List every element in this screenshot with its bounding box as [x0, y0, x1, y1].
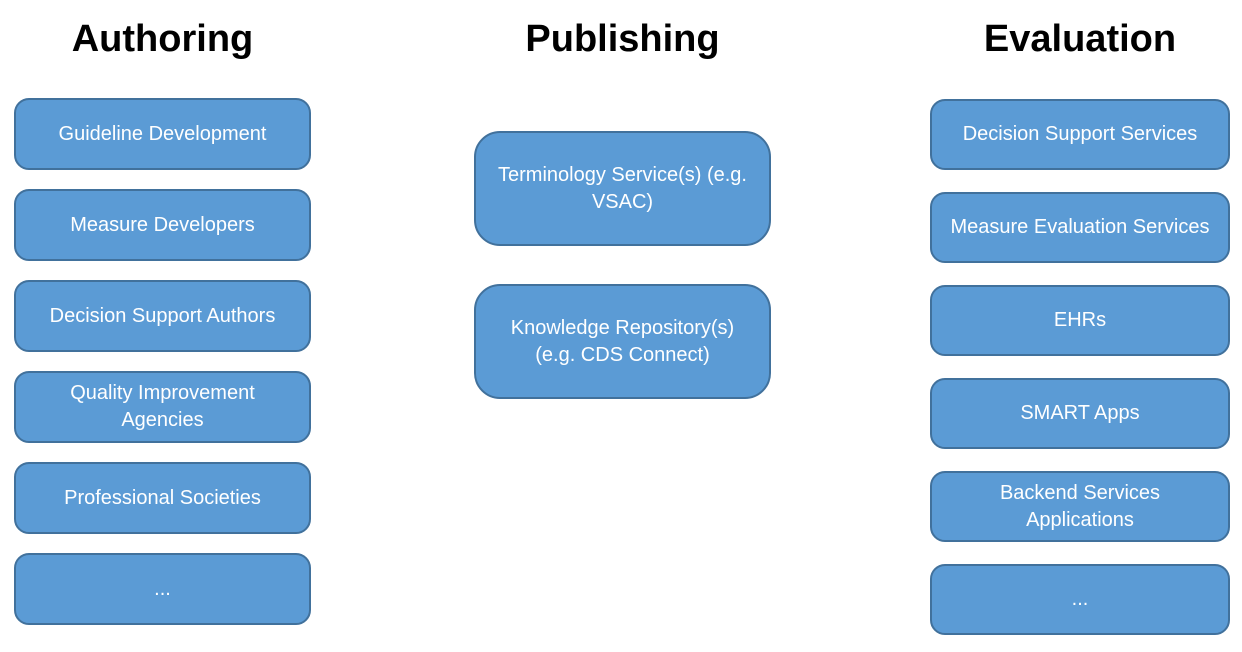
node-quality-improvement-agencies: Quality Improvement Agencies	[14, 371, 311, 443]
node-backend-services-applications: Backend Services Applications	[930, 471, 1230, 542]
node-label: ...	[154, 577, 171, 600]
column-title-authoring: Authoring	[71, 18, 254, 60]
node-measure-evaluation-services: Measure Evaluation Services	[930, 192, 1230, 263]
node-guideline-development: Guideline Development	[14, 98, 311, 170]
node-label: Guideline Development	[58, 122, 267, 145]
node-label: Decision Support Authors	[49, 304, 276, 327]
node-label: Terminology Service(s) (e.g. VSAC)	[498, 163, 747, 213]
authoring-node-list: Guideline Development Measure Developers…	[14, 98, 311, 625]
node-decision-support-services: Decision Support Services	[930, 99, 1230, 170]
node-measure-developers: Measure Developers	[14, 189, 311, 261]
node-professional-societies: Professional Societies	[14, 462, 311, 534]
node-terminology-service: Terminology Service(s) (e.g. VSAC)	[474, 131, 771, 246]
column-title-evaluation: Evaluation	[983, 18, 1177, 60]
node-label: EHRs	[1053, 309, 1107, 331]
evaluation-node-list: Decision Support Services Measure Evalua…	[930, 99, 1230, 635]
node-decision-support-authors: Decision Support Authors	[14, 280, 311, 352]
node-smart-apps: SMART Apps	[930, 378, 1230, 449]
node-knowledge-repository: Knowledge Repository(s) (e.g. CDS Connec…	[474, 284, 771, 399]
node-label: Professional Societies	[64, 486, 261, 509]
node-label: SMART Apps	[1020, 402, 1140, 424]
node-label: Knowledge Repository(s) (e.g. CDS Connec…	[510, 316, 735, 366]
node-label: Decision Support Services	[962, 123, 1198, 145]
node-label: Backend Services Applications	[999, 481, 1161, 531]
node-label: ...	[1071, 588, 1089, 610]
node-label: Quality Improvement Agencies	[70, 382, 255, 431]
node-evaluation-ellipsis: ...	[930, 564, 1230, 635]
node-ehrs: EHRs	[930, 285, 1230, 356]
node-label: Measure Developers	[70, 213, 255, 236]
publishing-node-list: Terminology Service(s) (e.g. VSAC) Knowl…	[474, 131, 771, 399]
node-authoring-ellipsis: ...	[14, 553, 311, 625]
column-title-publishing: Publishing	[525, 18, 720, 60]
node-label: Measure Evaluation Services	[950, 216, 1210, 238]
